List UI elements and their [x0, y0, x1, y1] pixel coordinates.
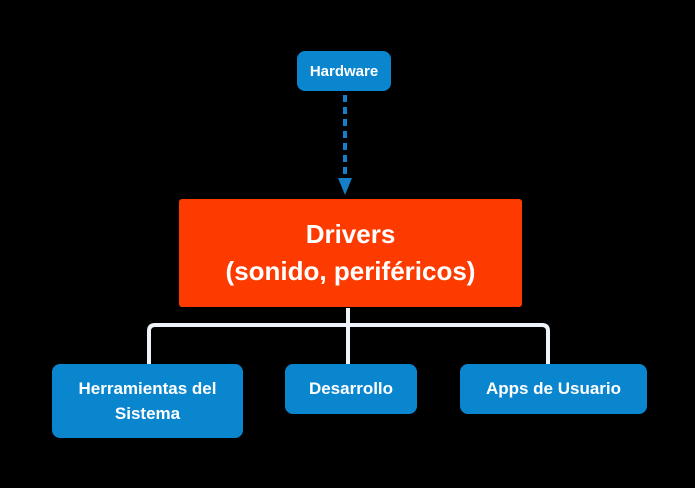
node-drivers-label-line1: Drivers	[305, 219, 396, 249]
node-apps-de-usuario: Apps de Usuario	[460, 364, 647, 414]
node-drivers: Drivers (sonido, periféricos)	[179, 199, 522, 307]
node-desarrollo-label: Desarrollo	[308, 379, 394, 398]
node-herramientas-del-sistema: Herramientas del Sistema	[52, 364, 243, 438]
hardware-to-drivers-arrow	[338, 95, 352, 195]
node-hardware: Hardware	[297, 51, 391, 91]
connector-left-drop	[147, 323, 348, 364]
connector-right-drop	[348, 323, 550, 364]
node-hardware-label: Hardware	[309, 62, 379, 80]
drivers-to-children-connector	[147, 308, 550, 364]
arrow-down-icon	[338, 178, 352, 195]
node-desarrollo: Desarrollo	[285, 364, 417, 414]
node-herramientas-label: Herramientas del Sistema	[78, 379, 217, 423]
node-drivers-label-line2: (sonido, periféricos)	[225, 256, 476, 286]
node-apps-label: Apps de Usuario	[485, 379, 622, 398]
